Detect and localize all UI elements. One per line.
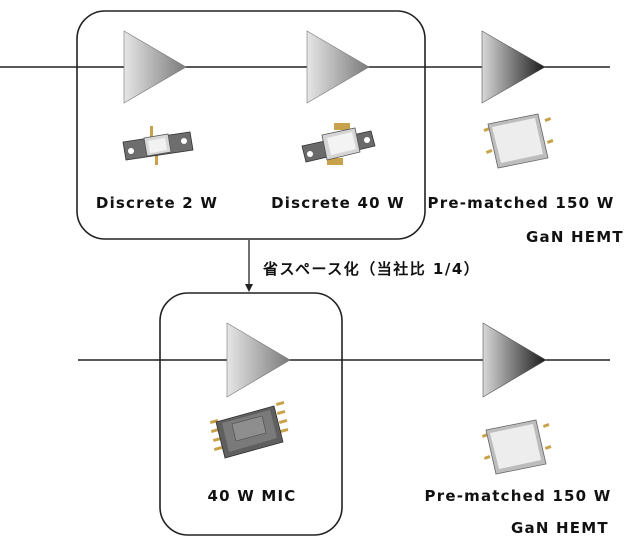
discrete-40w-package-image [301, 123, 376, 165]
prematched-150w-package-image-top [483, 113, 554, 169]
label-gan-hemt-bottom: GaN HEMT [511, 519, 609, 537]
amplifier-triangle-40w [306, 30, 370, 104]
prematched-150w-package-image-bottom [481, 419, 552, 475]
amplifier-triangle-150w-bottom [482, 322, 547, 398]
discrete-2w-package-image [122, 126, 194, 165]
amplifier-triangle-2w [123, 30, 187, 104]
space-saving-arrowhead [245, 284, 253, 292]
amplifier-triangle-150w [481, 30, 546, 104]
mic-40w-package-image [209, 400, 289, 459]
label-prematched-150w-bottom: Pre-matched 150 W [424, 487, 612, 505]
space-saving-note: 省スペース化（当社比 1/4） [263, 260, 481, 278]
top-integration-group-box [76, 10, 426, 240]
label-gan-hemt-top: GaN HEMT [526, 228, 624, 246]
label-discrete-40w: Discrete 40 W [271, 194, 405, 212]
amplifier-triangle-mic [226, 322, 291, 398]
label-discrete-2w: Discrete 2 W [95, 194, 219, 212]
label-mic-40w: 40 W MIC [207, 487, 297, 505]
bottom-integration-group-box [159, 292, 343, 536]
label-prematched-150w-top: Pre-matched 150 W [427, 194, 615, 212]
